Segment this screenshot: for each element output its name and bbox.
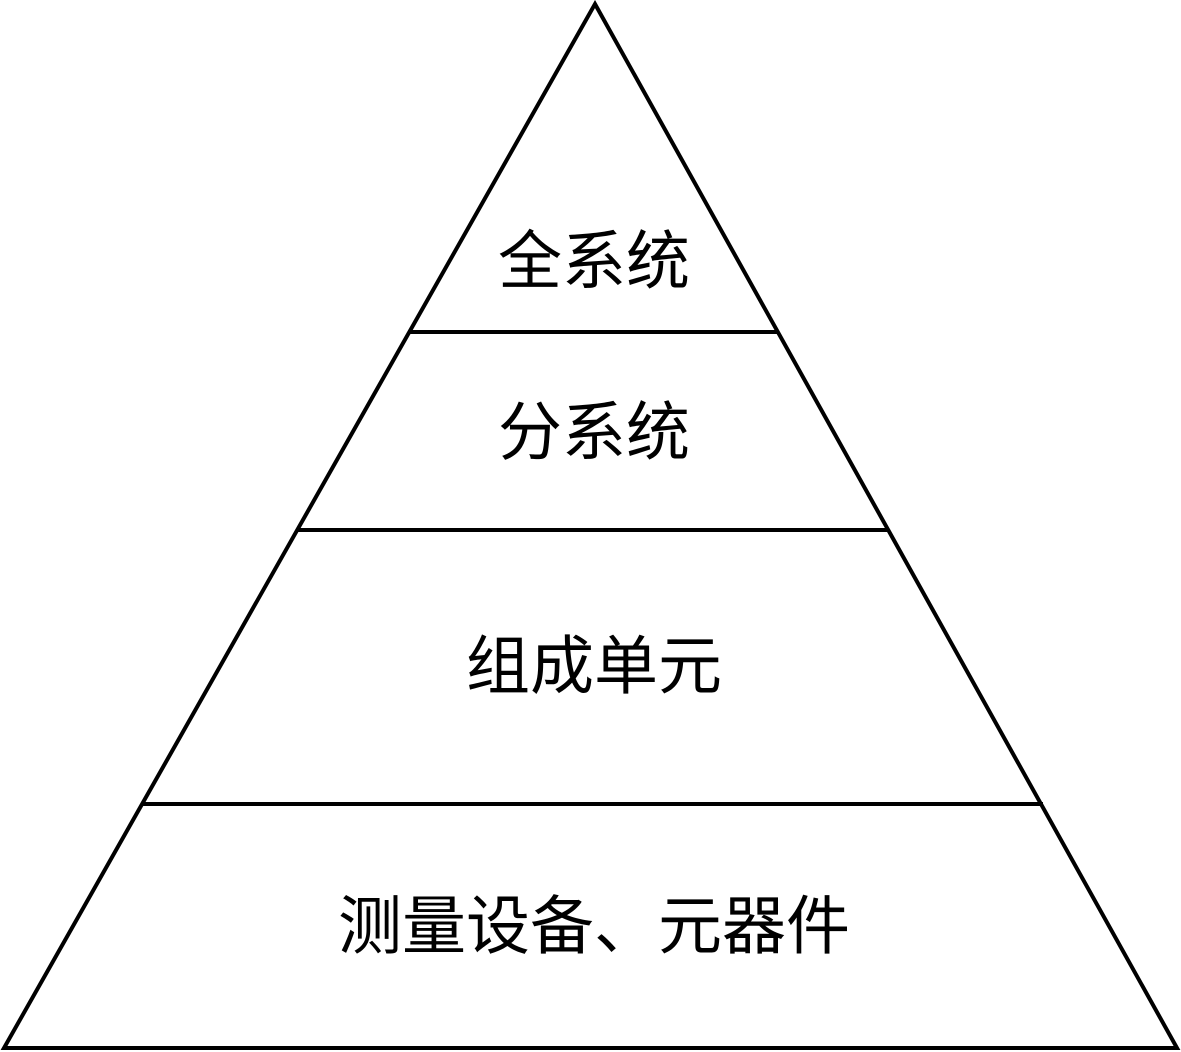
tier-label-subsystem: 分系统 bbox=[498, 397, 690, 471]
tier-label-full-system: 全系统 bbox=[498, 226, 690, 300]
tier-label-component-unit: 组成单元 bbox=[466, 631, 722, 705]
tier-label-measuring-devices-components: 测量设备、元器件 bbox=[338, 891, 850, 965]
